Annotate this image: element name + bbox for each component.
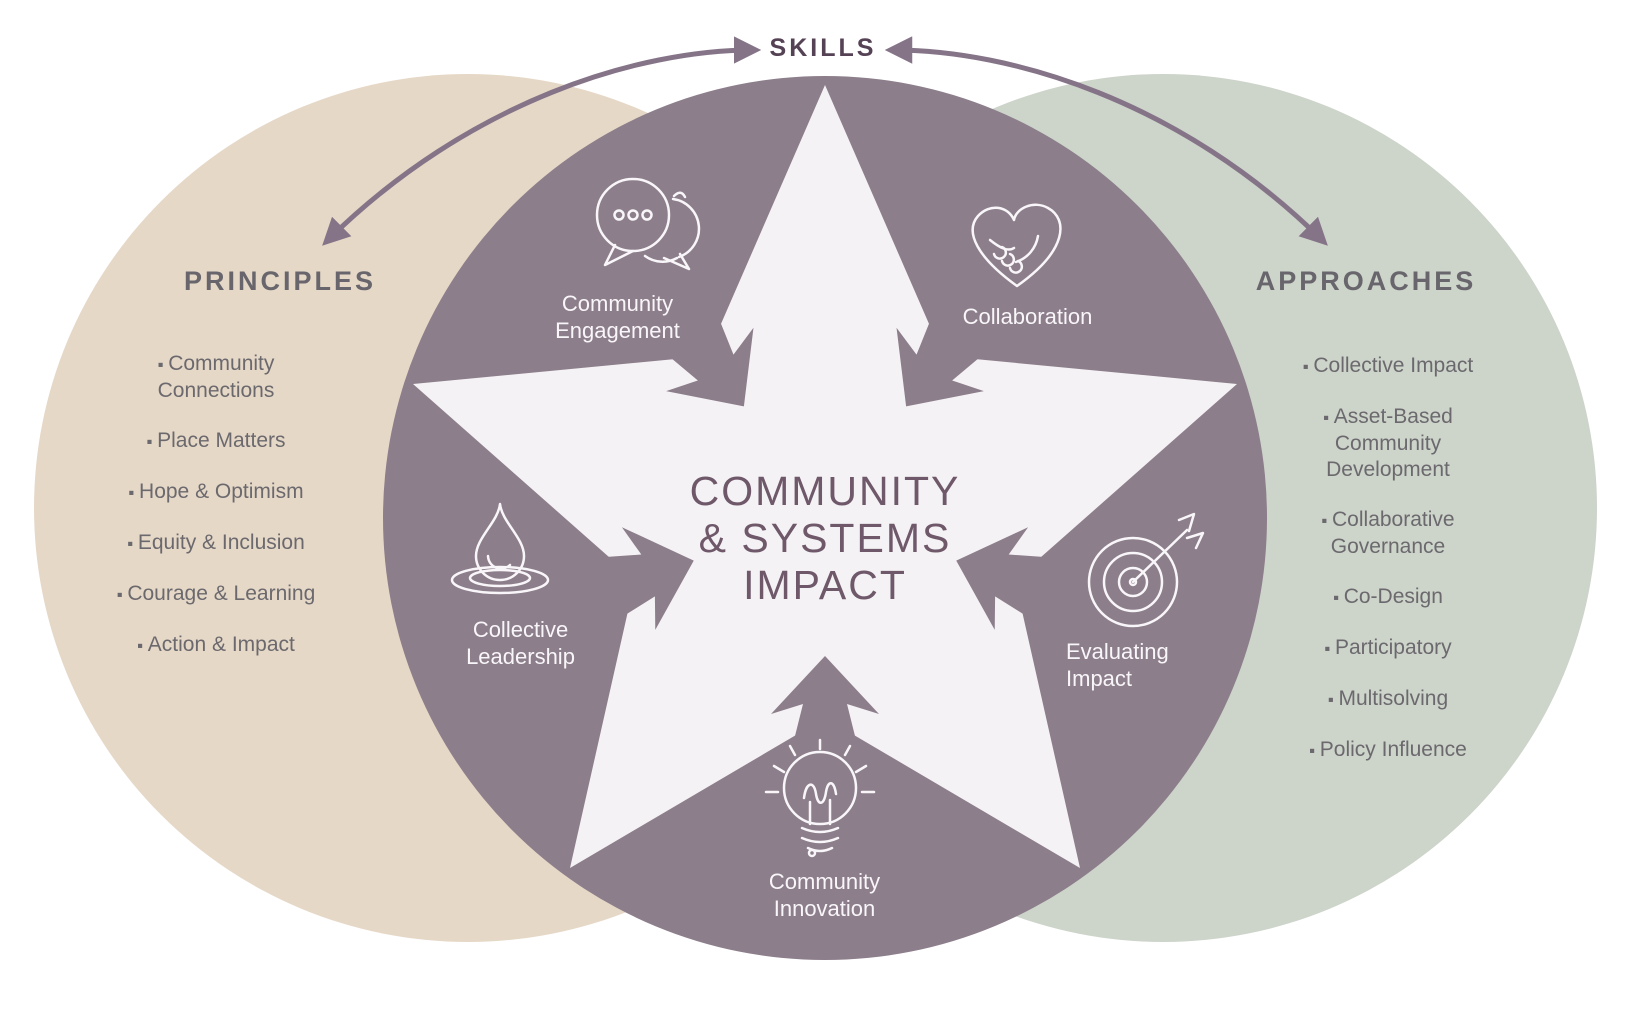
list-item: Collaborative Governance <box>1227 507 1549 560</box>
notch-arrow <box>896 236 1050 407</box>
segment-label-evaluating-impact: Evaluating Impact <box>1066 639 1169 691</box>
list-item: Co-Design <box>1227 584 1549 611</box>
skills-arrow-left <box>322 36 762 246</box>
segment-label-collective-leadership: Collective Leadership <box>466 617 575 669</box>
handshake-heart-icon <box>950 188 1085 296</box>
notch-arrow <box>600 236 754 407</box>
list-item: Participatory <box>1227 635 1549 662</box>
impact-star <box>413 85 1237 868</box>
notch-arrow <box>514 527 694 664</box>
list-item: Asset-Based Community Development <box>1227 404 1549 483</box>
lightbulb-icon <box>752 736 888 868</box>
speech-bubbles-icon <box>585 170 720 288</box>
list-item: Hope & Optimism <box>55 479 377 506</box>
approaches-list: Collective Impact Asset-Based Community … <box>1227 353 1549 788</box>
list-item: Collective Impact <box>1227 353 1549 380</box>
notch-arrow <box>956 527 1136 664</box>
principles-list: Community Connections Place Matters Hope… <box>55 351 377 683</box>
list-item: Equity & Inclusion <box>55 530 377 557</box>
skills-arrow-right <box>884 36 1328 246</box>
inward-arrows <box>514 236 1136 828</box>
segment-label-collaboration: Collaboration <box>962 304 1093 329</box>
list-item: Multisolving <box>1227 686 1549 713</box>
list-item: Community Connections <box>55 351 377 404</box>
skills-label: SKILLS <box>769 34 877 62</box>
list-item: Policy Influence <box>1227 737 1549 764</box>
list-item: Place Matters <box>55 428 377 455</box>
droplet-ripple-icon <box>438 498 563 603</box>
segment-label-community-innovation: Community Innovation <box>768 869 881 921</box>
center-title: COMMUNITY & SYSTEMS IMPACT <box>689 468 961 608</box>
segment-label-community-engagement: Community Engagement <box>555 291 680 343</box>
list-item: Courage & Learning <box>55 581 377 608</box>
notch-arrow <box>771 656 879 828</box>
list-item: Action & Impact <box>55 632 377 659</box>
approaches-heading: APPROACHES <box>1255 266 1477 296</box>
target-dart-icon <box>1075 508 1210 636</box>
principles-heading: PRINCIPLES <box>183 266 377 296</box>
